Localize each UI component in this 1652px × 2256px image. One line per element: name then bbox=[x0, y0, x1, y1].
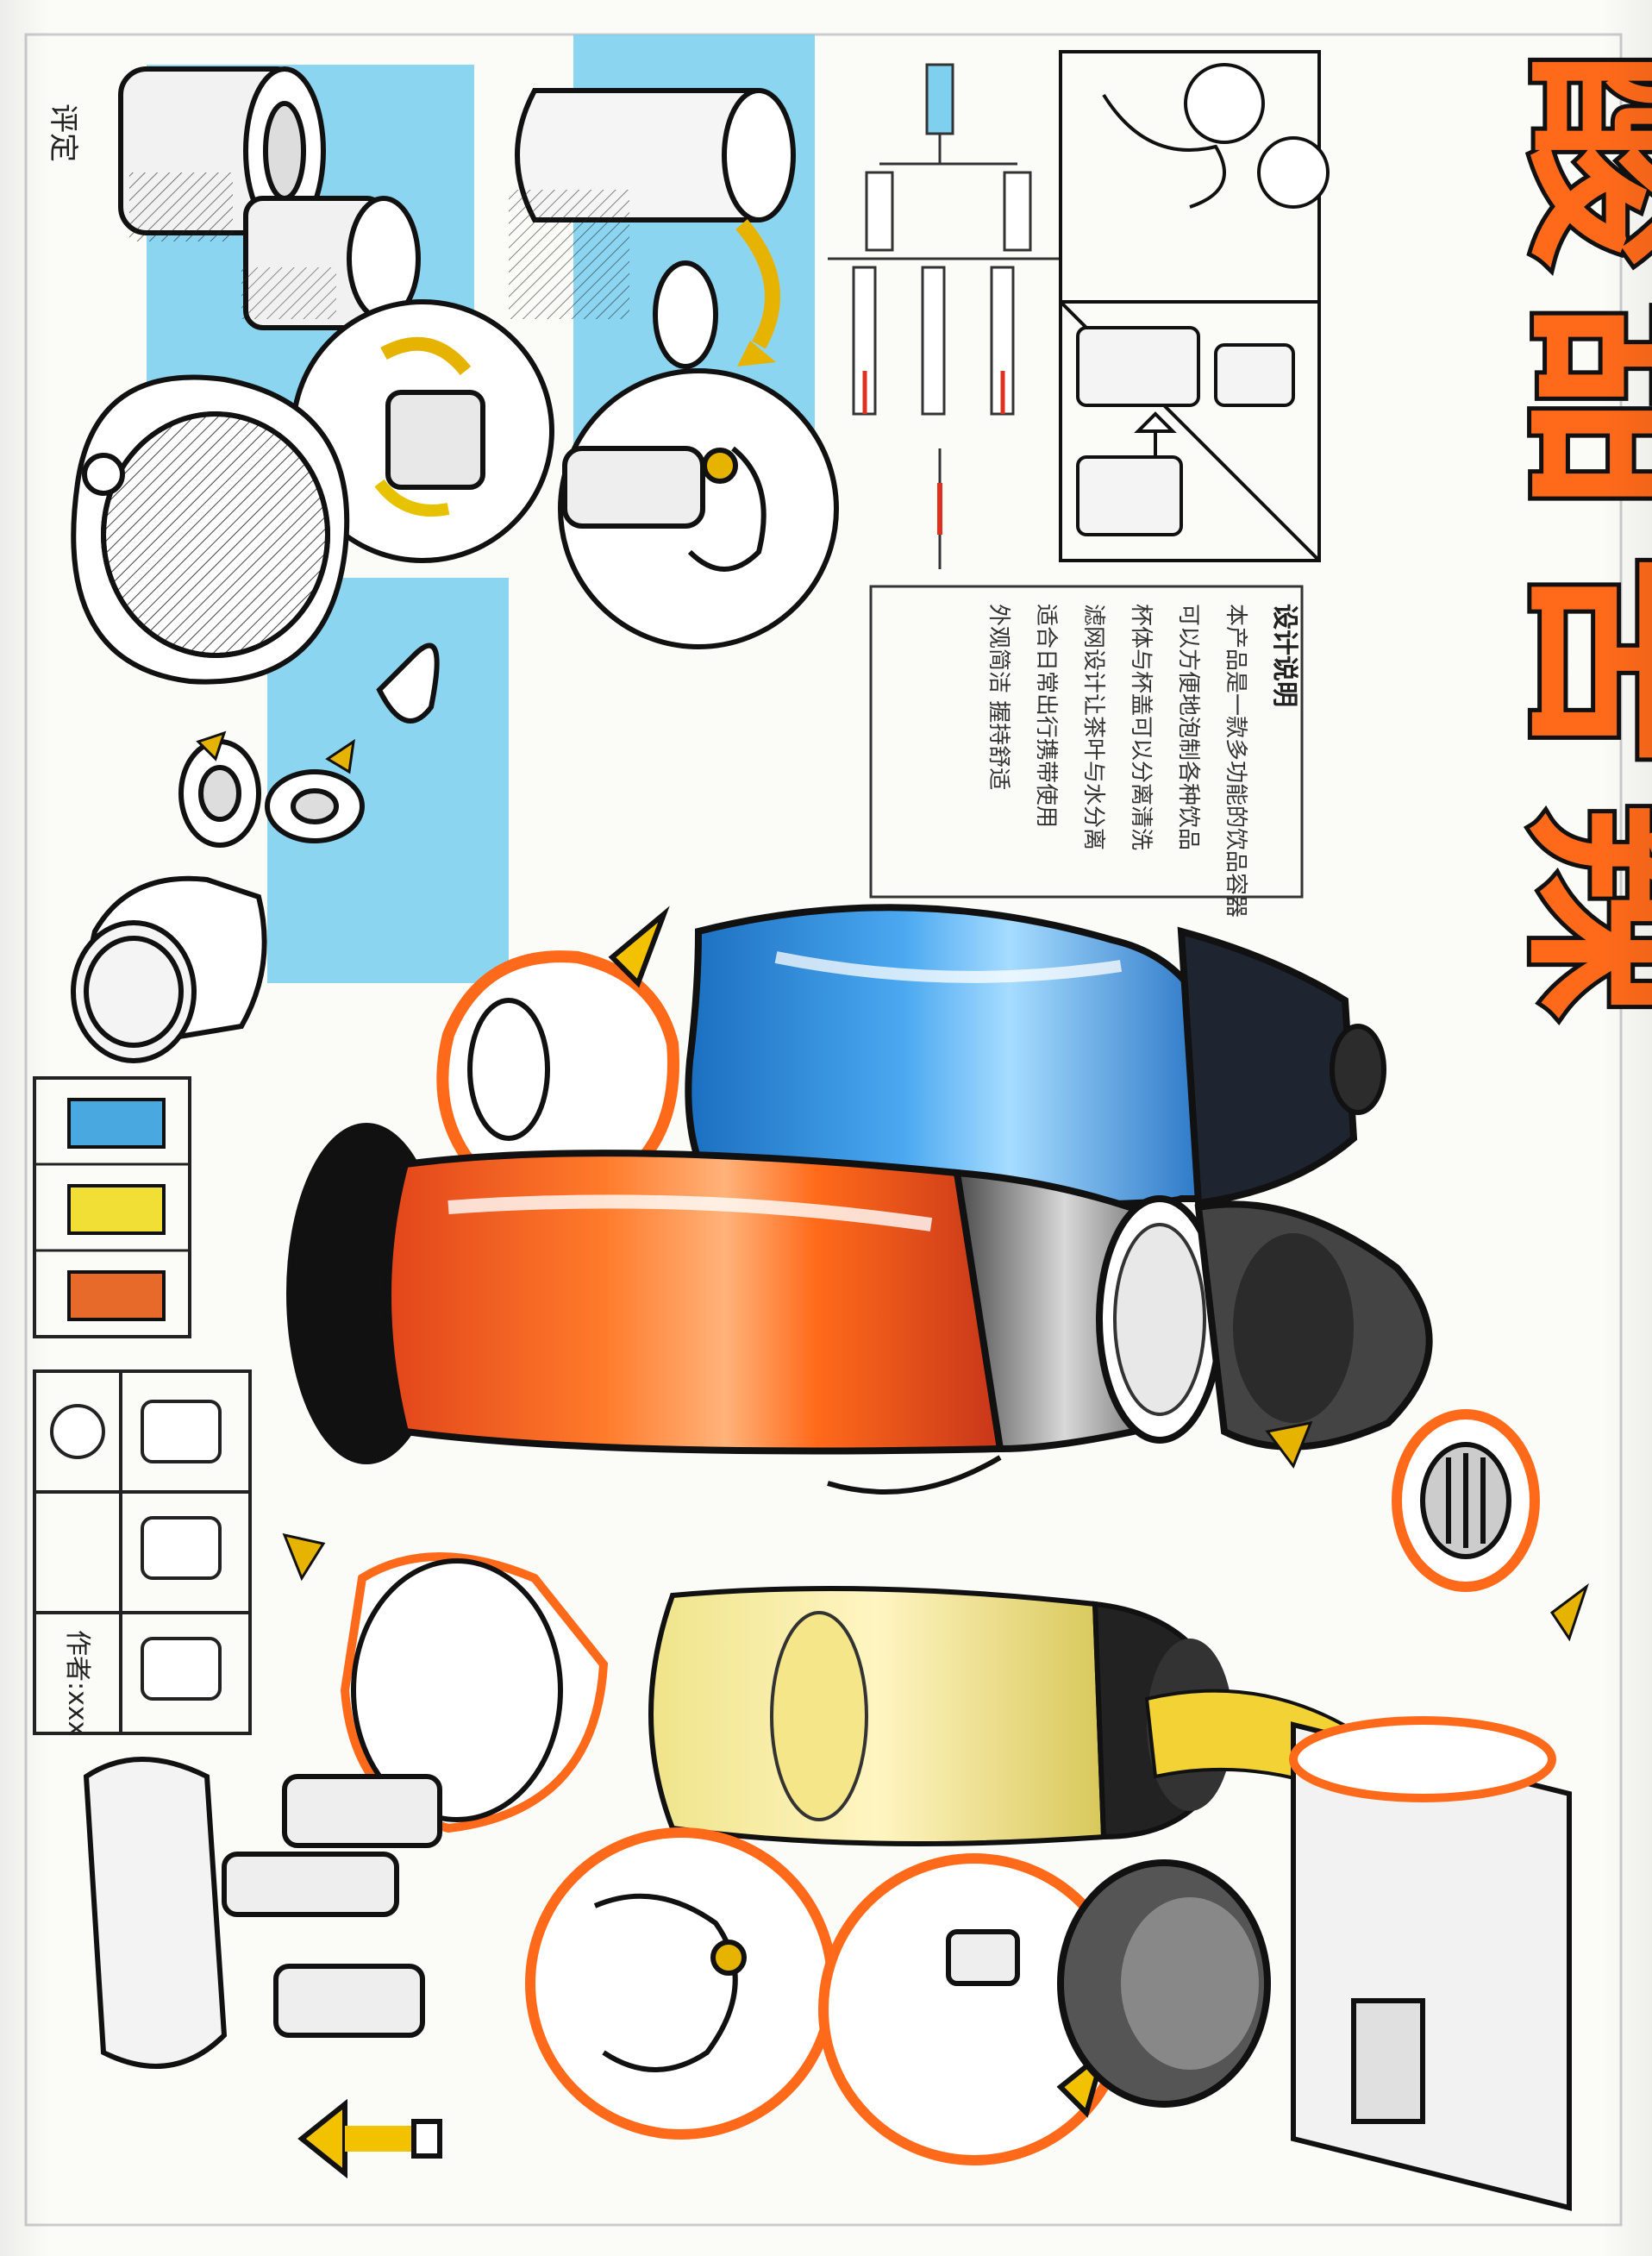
corner-note-topleft: 评定 bbox=[46, 103, 80, 162]
sketch-cup-bottom bbox=[71, 875, 267, 1063]
signature: 作者:xxx bbox=[62, 1630, 92, 1736]
white-tube-sketch bbox=[1289, 1716, 1572, 2211]
description-line: 外观简洁 握持舒适 bbox=[986, 604, 1011, 790]
description-box: 设计说明 本产品是一款多功能的饮品容器 可以方便地泡制各种饮品 杯体与杯盖可以分… bbox=[869, 585, 1304, 918]
sketch-hand-circle bbox=[558, 368, 839, 649]
usage-circle-2 bbox=[818, 1853, 1130, 2165]
flow-diagram bbox=[828, 63, 1061, 569]
bottom-left-sketches bbox=[83, 1757, 442, 2179]
color-swatch-group bbox=[33, 1076, 191, 1338]
description-line: 杯体与杯盖可以分离清洗 bbox=[1128, 604, 1154, 850]
sketch-lid-1 bbox=[241, 196, 421, 330]
sketch-cup-1 bbox=[118, 66, 326, 241]
sketch-cylinder-2 bbox=[509, 88, 796, 369]
orange-bottle-render bbox=[286, 1123, 1223, 1495]
color-swatch bbox=[67, 1184, 166, 1235]
orange-cap-sketch bbox=[436, 906, 679, 1204]
usage-circle-1 bbox=[525, 1827, 837, 2140]
description-line: 可以方便地泡制各种饮品 bbox=[1175, 604, 1201, 850]
description-line: 本产品是一款多功能的饮品容器 bbox=[1223, 604, 1248, 918]
arrow-icon bbox=[196, 730, 1589, 1642]
description-line: 适合日常出行携带使用 bbox=[1033, 604, 1059, 828]
view-icons-group bbox=[33, 1369, 252, 1735]
poster-title: 酸甜苦辣 bbox=[1497, 47, 1652, 1056]
sketch-bowl bbox=[71, 374, 350, 685]
sketch-small-parts bbox=[178, 642, 440, 848]
poster-title-text: 酸甜苦辣 bbox=[1501, 52, 1652, 1052]
cup-outline-sketch bbox=[340, 1552, 609, 1833]
page-border bbox=[24, 33, 1623, 2227]
description-heading: 设计说明 bbox=[1269, 604, 1299, 707]
blue-bottle-render bbox=[685, 904, 1386, 1212]
round-filter-sketch bbox=[1392, 1409, 1540, 1592]
dark-cup-render bbox=[1057, 1859, 1271, 2108]
description-line: 滤网设计让茶叶与水分离 bbox=[1080, 604, 1106, 850]
sketch-pour-circle bbox=[291, 299, 554, 563]
color-swatch bbox=[67, 1270, 166, 1321]
color-swatch bbox=[67, 1098, 166, 1149]
storyboard-frames bbox=[1059, 50, 1330, 562]
